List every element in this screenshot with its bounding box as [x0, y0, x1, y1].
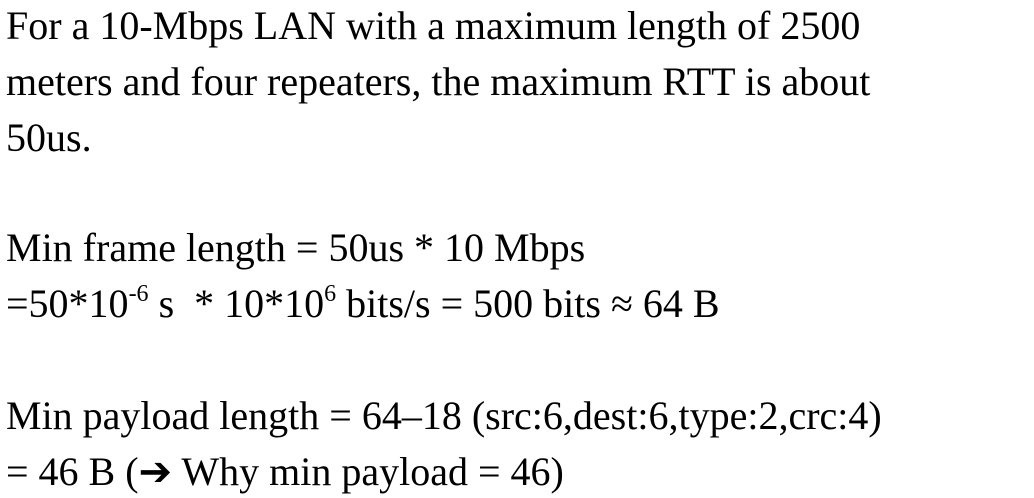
rtt-statement-line-3: 50us.	[6, 115, 92, 160]
exponent-negative-6: -6	[128, 280, 149, 307]
min-frame-length-line: Min frame length = 50us * 10 Mbps	[6, 225, 586, 270]
exponent-6: 6	[324, 280, 337, 307]
min-frame-calculation-line: =50*10-6 s * 10*106 bits/s = 500 bits ≈ …	[6, 280, 720, 326]
calc-part-3: bits/s = 500 bits ≈ 64 B	[336, 281, 720, 326]
calc-part-2: s * 10*10	[148, 281, 325, 326]
rtt-statement-line-1: For a 10-Mbps LAN with a maximum length …	[6, 3, 861, 48]
min-payload-result-line: = 46 B (➔ Why min payload = 46)	[6, 449, 564, 494]
min-payload-length-line: Min payload length = 64–18 (src:6,dest:6…	[6, 393, 882, 438]
rtt-statement-line-2: meters and four repeaters, the maximum R…	[6, 59, 871, 104]
calc-part-1: =50*10	[6, 281, 129, 326]
